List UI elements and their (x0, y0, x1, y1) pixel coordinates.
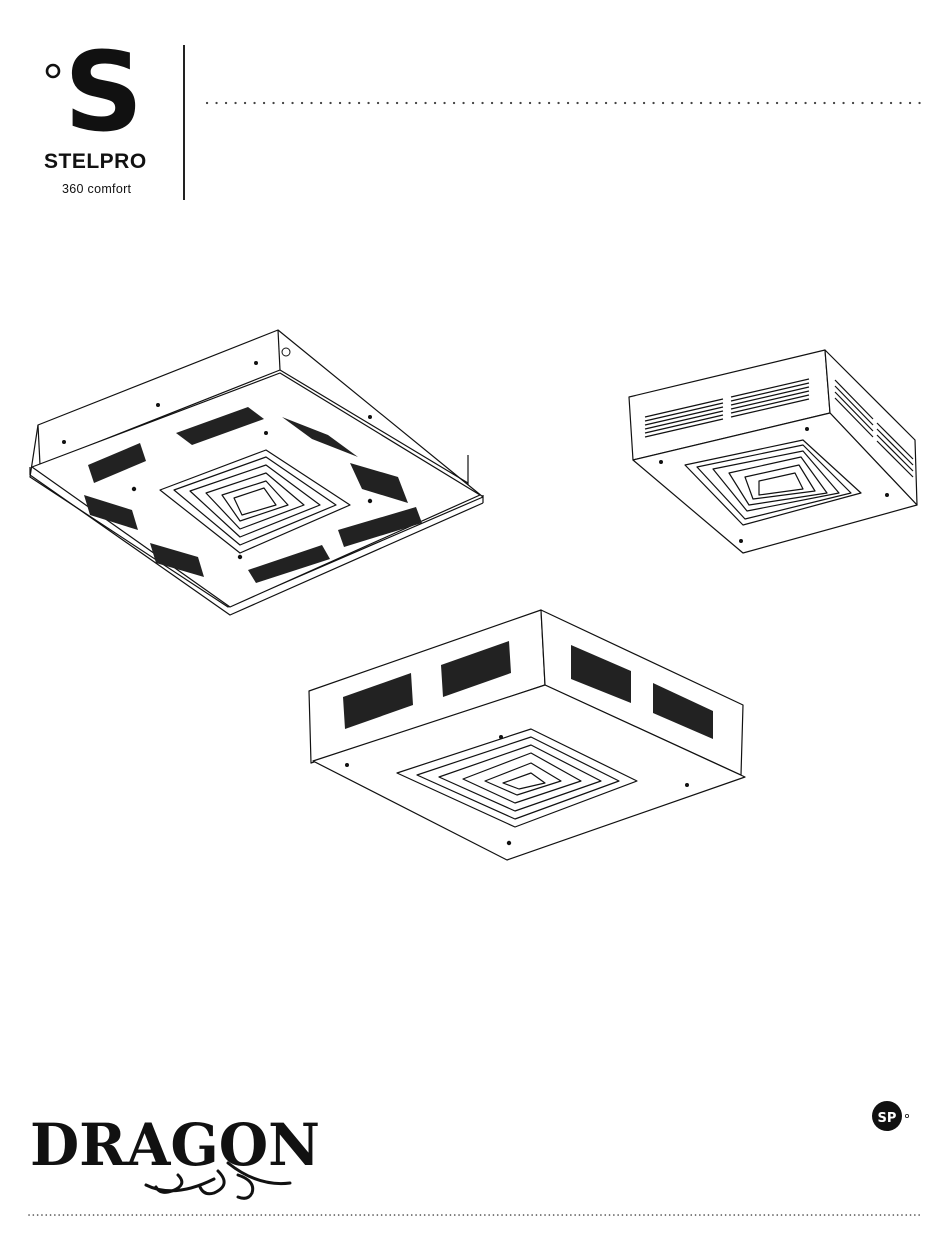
brand-name: STELPRO (44, 150, 147, 174)
footer-dotted-rule (28, 1212, 923, 1218)
dragon-logo: DRAGON (28, 1105, 328, 1200)
csa-mark-text: SP (878, 1111, 897, 1126)
ceiling-heater-medium-illustration (305, 605, 750, 867)
title-dotted-rule (205, 99, 923, 107)
ceiling-heater-large-illustration (28, 325, 488, 615)
header-divider (183, 45, 185, 200)
brand-mark-letter: S (64, 28, 143, 156)
brand-tagline: 360 comfort (62, 182, 131, 196)
ceiling-heater-small-illustration (625, 345, 925, 560)
dragon-logo-text: DRAGON (30, 1111, 320, 1179)
csa-certification-icon: SP (870, 1098, 912, 1134)
stelpro-s-mark-icon: S (40, 38, 150, 138)
